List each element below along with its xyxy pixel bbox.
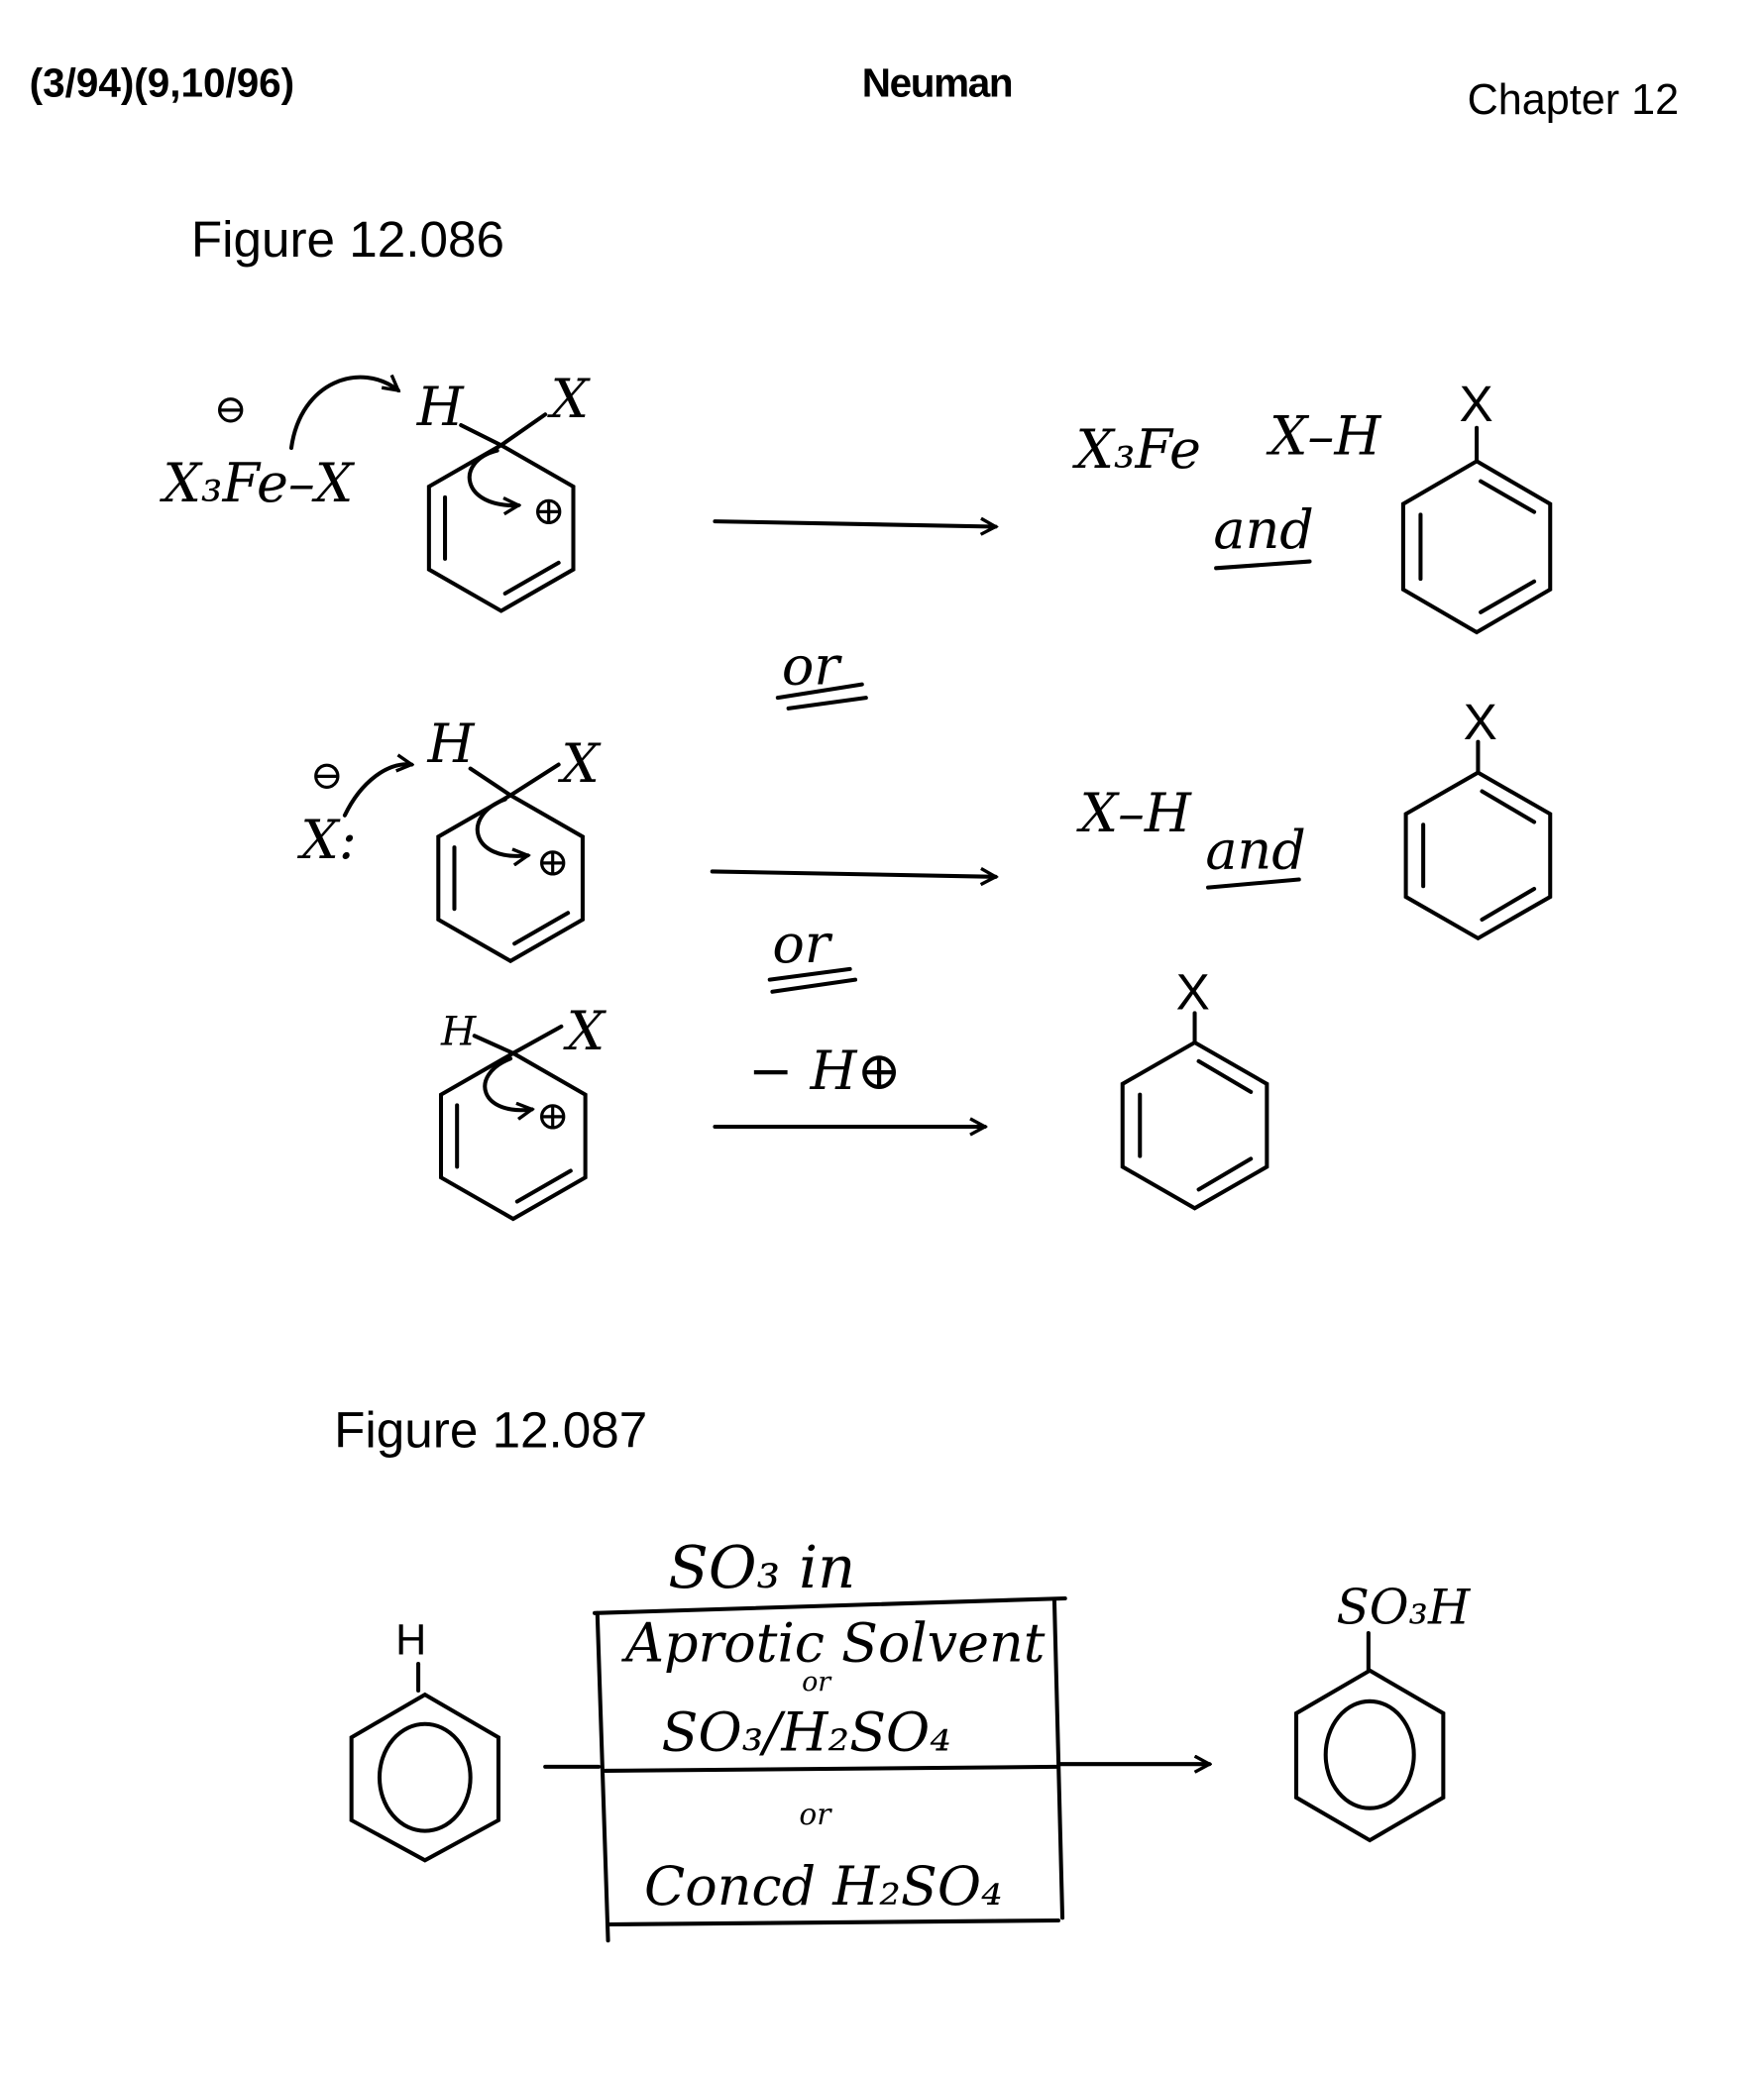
or-label-2: or	[772, 913, 832, 975]
figure-087-title: Figure 12.087	[334, 1402, 647, 1459]
benzene-ring	[1400, 459, 1553, 635]
product-x: X	[1464, 694, 1497, 750]
row2-reactants: ⊖ X: H X ⊕	[296, 712, 602, 964]
reagent-fex4: X₃Fe–X	[160, 452, 356, 514]
sp3-bonds	[472, 1024, 564, 1056]
product-hx: X–H	[1266, 405, 1381, 468]
arenium-ring	[436, 793, 585, 964]
charge-minus-icon: ⊖	[310, 751, 344, 799]
row1-reactants: ⊖ X₃Fe–X H X ⊕	[160, 368, 592, 613]
row3-products: X	[1120, 963, 1269, 1211]
benzene-ring	[349, 1692, 501, 1863]
reaction-arrow-2	[710, 871, 996, 876]
curved-arrow-icon	[288, 378, 398, 450]
charge-plus-icon: ⊕	[536, 1092, 570, 1140]
row1-products: X₃Fe X–H and X	[1072, 376, 1553, 635]
product-x: X	[1176, 963, 1210, 1020]
arenium-ring	[426, 442, 576, 613]
benzene-ring	[1120, 1040, 1269, 1211]
and-label: and	[1213, 498, 1313, 561]
header-author: Neuman	[862, 59, 1012, 105]
benzene-ring	[1294, 1668, 1446, 1843]
x-label: X	[563, 1000, 607, 1062]
header-dates: (3/94)(9,10/96)	[30, 59, 294, 105]
product-hx: X–H	[1076, 782, 1192, 844]
benzene-reactant: H	[349, 1617, 501, 1863]
h-label: H	[427, 712, 476, 775]
conditions-box: SO₃ in Aprotic Solvent or SO₃/H₂SO₄ or C…	[543, 1533, 1209, 1943]
row3-reactants: H X ⊕	[438, 1000, 607, 1222]
condition-oleum: SO₃/H₂SO₄	[662, 1701, 951, 1764]
electron-arrow-icon	[467, 448, 518, 505]
reactant-h: H	[395, 1617, 426, 1665]
curved-arrow-icon	[342, 764, 411, 818]
condition-concd: Concd H₂SO₄	[644, 1855, 1003, 1917]
header-chapter: Chapter 12	[1468, 76, 1679, 124]
electron-arrow-icon	[475, 797, 528, 856]
h-label: H	[440, 1008, 477, 1055]
reagent-halide: X:	[296, 809, 357, 871]
x-label: X	[557, 732, 602, 795]
sp3-bonds	[459, 412, 548, 448]
product-x: X	[1460, 376, 1493, 432]
benzene-ring	[1403, 770, 1553, 941]
product-so3h: SO₃H	[1336, 1581, 1471, 1636]
h-label: H	[416, 376, 465, 438]
charge-plus-icon: ⊕	[532, 487, 566, 534]
charge-minus-icon: ⊖	[214, 384, 248, 432]
charge-plus-icon: ⊕	[536, 837, 570, 885]
row2-products: X–H and X	[1076, 694, 1553, 941]
electron-arrow-icon	[483, 1056, 531, 1110]
figure-086-title: Figure 12.086	[191, 211, 504, 268]
sp3-bonds	[468, 762, 561, 798]
x-label: X	[547, 368, 592, 430]
or-label-b: or	[799, 1797, 832, 1831]
or-label-1: or	[782, 635, 842, 698]
product-fex3: X₃Fe	[1072, 418, 1201, 481]
benzenesulfonic-acid: SO₃H	[1294, 1581, 1472, 1843]
condition-aprotic: Aprotic Solvent	[620, 1611, 1046, 1674]
arenium-ring	[438, 1050, 588, 1222]
minus-proton-label: − H⊕	[748, 1040, 902, 1102]
condition-top: SO₃ in	[668, 1533, 855, 1601]
or-label-a: or	[802, 1667, 832, 1698]
reaction-arrow-1	[713, 521, 995, 526]
and-label: and	[1205, 820, 1305, 882]
